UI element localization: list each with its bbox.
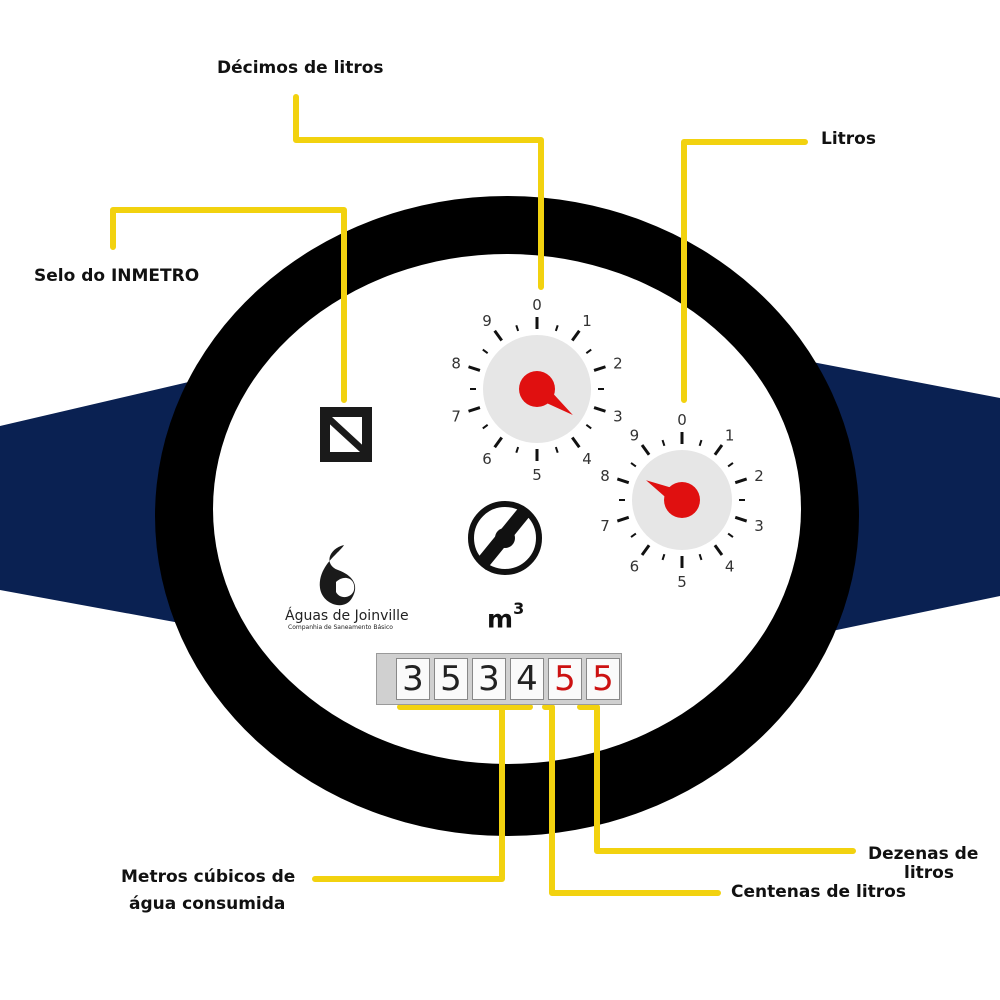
dial-number: 5: [532, 466, 542, 484]
dial-major-tick: [571, 436, 581, 449]
dial-number: 4: [582, 450, 592, 468]
dial-major-tick: [493, 329, 503, 342]
dial-minor-tick: [727, 462, 734, 468]
dial-major-tick: [593, 406, 606, 413]
dial-minor-tick: [630, 532, 637, 538]
callout-dezenas: [577, 704, 856, 854]
counter-digit: 3: [472, 658, 506, 700]
dial-minor-tick: [554, 324, 559, 332]
dial-major-tick: [493, 436, 503, 449]
dial-major-tick: [713, 444, 724, 456]
dial-number: 1: [582, 312, 592, 330]
dial-number: 0: [677, 411, 687, 429]
callout-metros: [312, 704, 505, 882]
dial-number: 2: [754, 467, 764, 485]
callout-decimos: [293, 94, 544, 290]
counter-digit: 4: [510, 658, 544, 700]
dial-minor-tick: [585, 424, 592, 430]
counter-digit: 5: [434, 658, 468, 700]
dial-number: 6: [630, 558, 640, 576]
dial-hub: [519, 371, 555, 407]
label-centenas: Centenas de litros: [731, 882, 906, 902]
unit-exponent: 3: [513, 599, 525, 618]
dial-major-tick: [571, 329, 581, 342]
dial-number: 5: [677, 573, 687, 591]
brand-name: Águas de Joinville: [285, 608, 409, 624]
dial-number: 9: [630, 426, 640, 444]
callout-selo: [110, 207, 347, 403]
dial-number: 7: [600, 517, 610, 535]
rotation-indicator-icon: [468, 501, 542, 575]
dial-major-tick: [468, 406, 481, 413]
dial-minor-tick: [585, 348, 592, 354]
dial-minor-tick: [698, 553, 703, 561]
label-dezenas-2: litros: [904, 863, 954, 883]
label-dezenas-1: Dezenas de: [868, 844, 979, 864]
dial-decimos-de-litros: 0 1 2 3 4 5 6 7 8 9: [451, 296, 622, 484]
callout-litros: [681, 139, 808, 403]
label-litros: Litros: [821, 129, 876, 149]
water-drop-logo-icon: [319, 545, 356, 606]
unit-base: m: [487, 604, 514, 634]
dial-minor-tick: [482, 424, 489, 430]
dial-number: 0: [532, 296, 542, 314]
dial-major-tick: [616, 477, 630, 485]
label-metros-cubicos-1: Metros cúbicos de: [121, 867, 296, 887]
dials: 0 1 2 3 4 5 6 7 8 9 0 1 2 3 4 5 6 7 8 9: [451, 296, 763, 591]
label-decimos-de-litros: Décimos de litros: [217, 58, 384, 78]
label-selo-inmetro: Selo do INMETRO: [34, 266, 200, 286]
dial-minor-tick: [554, 446, 559, 454]
dial-major-tick: [734, 515, 748, 523]
inmetro-seal-icon: [320, 407, 372, 462]
callout-centenas: [542, 704, 721, 896]
dial-minor-tick: [727, 532, 734, 538]
dial-number: 9: [482, 312, 492, 330]
brand-subtitle: Companhia de Saneamento Básico: [288, 624, 393, 631]
dial-number: 2: [613, 355, 623, 373]
dial-number: 8: [451, 355, 461, 373]
dial-minor-tick: [661, 439, 666, 447]
dial-minor-tick: [482, 348, 489, 354]
counter-digit: 5: [586, 658, 620, 700]
dial-major-tick: [616, 515, 630, 523]
dial-hub: [664, 482, 700, 518]
dial-minor-tick: [630, 462, 637, 468]
counter-digit: 5: [548, 658, 582, 700]
counter-digit: 3: [396, 658, 430, 700]
dial-number: 3: [613, 407, 623, 425]
dial-number: 4: [725, 558, 735, 576]
dial-litros: 0 1 2 3 4 5 6 7 8 9: [600, 411, 764, 591]
dial-major-tick: [593, 365, 606, 372]
odometer-counter: 3 5 3 4 5 5: [376, 653, 622, 705]
dial-number: 8: [600, 467, 610, 485]
dial-minor-tick: [515, 324, 520, 332]
dial-major-tick: [734, 477, 748, 485]
dial-major-tick: [713, 544, 724, 556]
dial-minor-tick: [515, 446, 520, 454]
dial-minor-tick: [698, 439, 703, 447]
dial-major-tick: [640, 544, 651, 556]
dial-major-tick: [640, 444, 651, 456]
dial-number: 7: [451, 407, 461, 425]
callout-lines: [110, 94, 856, 896]
dial-number: 6: [482, 450, 492, 468]
dial-major-tick: [468, 365, 481, 372]
dial-minor-tick: [661, 553, 666, 561]
label-metros-cubicos-2: água consumida: [129, 894, 286, 914]
dial-number: 1: [725, 426, 735, 444]
unit-label: m3: [487, 599, 524, 634]
dial-number: 3: [754, 517, 764, 535]
